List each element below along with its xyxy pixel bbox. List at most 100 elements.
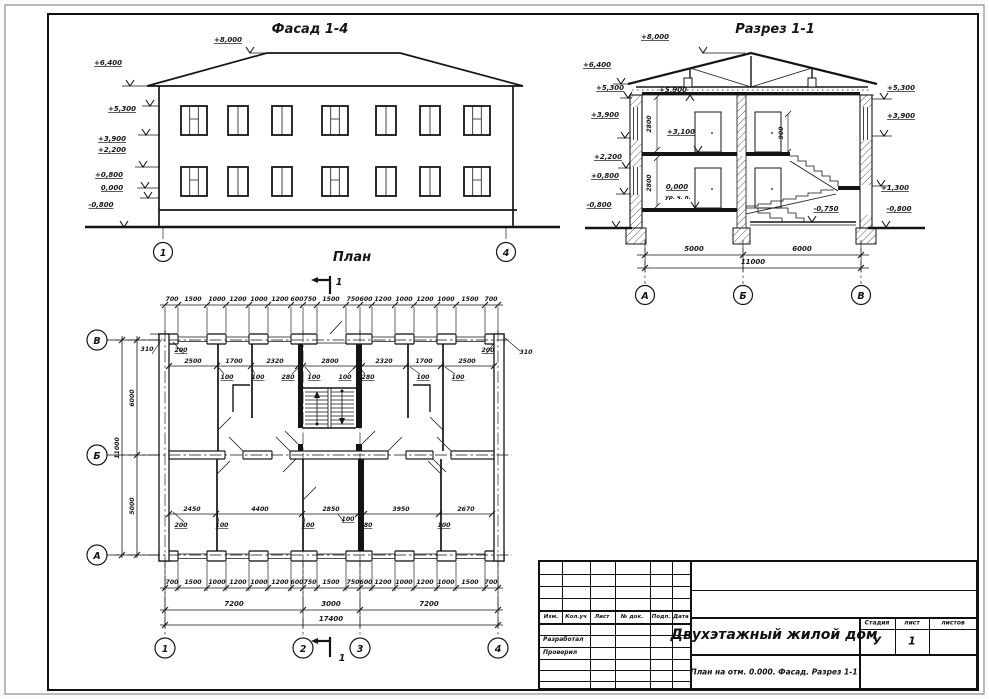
axis-label: А [92,551,100,562]
title-block-line [615,562,616,688]
title-block-line [540,647,690,648]
plan-upper-room-dims: 2500 1700 2320 2800 2320 1700 2500 200 1… [165,341,498,381]
elevation-mark: +5,300 [887,84,915,92]
elevation-mark: +6,400 [94,59,122,67]
dimension-text: 11000 [741,258,765,266]
title-block-line [540,670,690,671]
plan-top-chain: 700 1500 1000 1200 1000 1200 600 750 150… [160,296,503,333]
elevation-mark: +0,800 [591,172,619,180]
title-block-line [540,681,690,682]
sheet-subtitle: План на отм. 0.000. Фасад. Разрез 1-1 [690,667,858,677]
elevation-mark: +8,000 [641,33,669,41]
title-block-line [562,562,563,623]
dimension-text: 750 [347,579,361,586]
title-block-line [859,617,861,688]
title-block-line [540,635,690,636]
dimension-text: 1200 [416,296,434,303]
elevation-mark: +1,300 [881,184,909,192]
title-block-line [929,617,930,654]
role-label: Проверил [543,648,578,656]
sheets-label: листов [941,619,965,627]
dimension-text: 1000 [250,579,268,586]
axis-label: 2 [300,644,307,655]
plan-view: План 1 1 700 1500 1000 1200 1000 1200 60… [86,250,533,664]
wall-callout: 100 [438,522,452,529]
dimension-text: 11000 [114,437,121,459]
plan-title: План [333,250,371,265]
title-block-line [590,562,591,688]
plan-stairs [303,387,356,429]
title-block-line [690,654,976,656]
elevation-mark: +2,200 [98,146,126,154]
wall-callout: 100 [308,374,322,381]
elevation-mark: +0,800 [95,171,123,179]
facade-roof [146,52,524,87]
dimension-text: 750 [304,579,318,586]
section-floors [642,152,856,226]
section-roof-truss [627,51,878,96]
facade-view: Фасад 1-4 +8,000 [85,22,560,263]
dimension-text: 600 [360,296,374,303]
title-block-line [672,562,673,688]
revision-col-header: Лист [594,614,610,620]
dimension-text: 7200 [224,600,244,608]
floor-level-note: ур. ч. п. [665,195,691,201]
cut-label: 1 [336,277,343,288]
dimension-text: 1500 [184,579,202,586]
axis-label: 4 [502,248,510,259]
dimension-text: 1200 [271,579,289,586]
stair-rise-dim: 900 [778,126,785,140]
dimension-text: 3000 [321,600,341,608]
dimension-text: 1200 [374,296,392,303]
cut-label: 1 [339,653,346,664]
elevation-mark: +3,900 [887,112,915,120]
project-title: Двухэтажный жилой дом [670,627,878,643]
dimension-text: 1200 [271,296,289,303]
title-block-line [859,629,976,630]
axis-label: Б [739,291,746,302]
dimension-text: 1000 [250,296,268,303]
title-block-line [540,623,690,625]
section-marks-right: +5,300 +3,900 +1,300 -0,800 [872,84,915,228]
dimension-text: 1000 [395,579,413,586]
elevation-mark: +5,300 [108,105,136,113]
axis-label: В [93,336,100,347]
axis-label: 3 [357,644,364,655]
dimension-text: 1700 [225,358,243,365]
revision-col-header: Кол.уч [565,614,587,620]
title-block-line [540,574,690,575]
dimension-text: 5000 [129,497,136,515]
dimension-text: 2500 [184,358,202,365]
title-block: Изм. Кол.уч Лист № док. Подп. Дата Разра… [538,560,978,690]
dimension-text: 700 [166,296,180,303]
dimension-text: 1200 [416,579,434,586]
elevation-mark: -0,800 [586,201,611,209]
elevation-mark: -0,800 [88,201,113,209]
dimension-text: 7200 [419,600,439,608]
dimension-text: 1200 [229,579,247,586]
facade-walls [158,86,517,227]
dimension-text: 6000 [129,389,136,407]
elevation-mark: +5,300 [596,84,624,92]
plan-bottom-chains: 700 1500 1000 1200 1000 1200 600 750 150… [160,562,503,629]
dimension-text: 1000 [208,579,226,586]
title-block-line [540,598,690,599]
dimension-text: 1200 [229,296,247,303]
wall-callout: 280 [282,374,296,381]
wall-callout: 100 [216,522,230,529]
revision-col-header: Дата [673,614,689,620]
dimension-text: 2450 [183,506,201,513]
revision-col-header: Подп. [651,614,671,620]
elevation-mark: +2,200 [594,153,622,161]
elevation-mark: +8,000 [214,36,242,44]
wall-callout: 100 [252,374,266,381]
sheet-label: лист [904,619,920,627]
dimension-text: 2500 [458,358,476,365]
elevation-mark: 0,000 [101,184,123,192]
plan-partitions-upper [217,344,444,451]
dimension-text: 2670 [457,506,475,513]
dimension-text: 1200 [374,579,392,586]
dimension-text: 1500 [322,579,340,586]
